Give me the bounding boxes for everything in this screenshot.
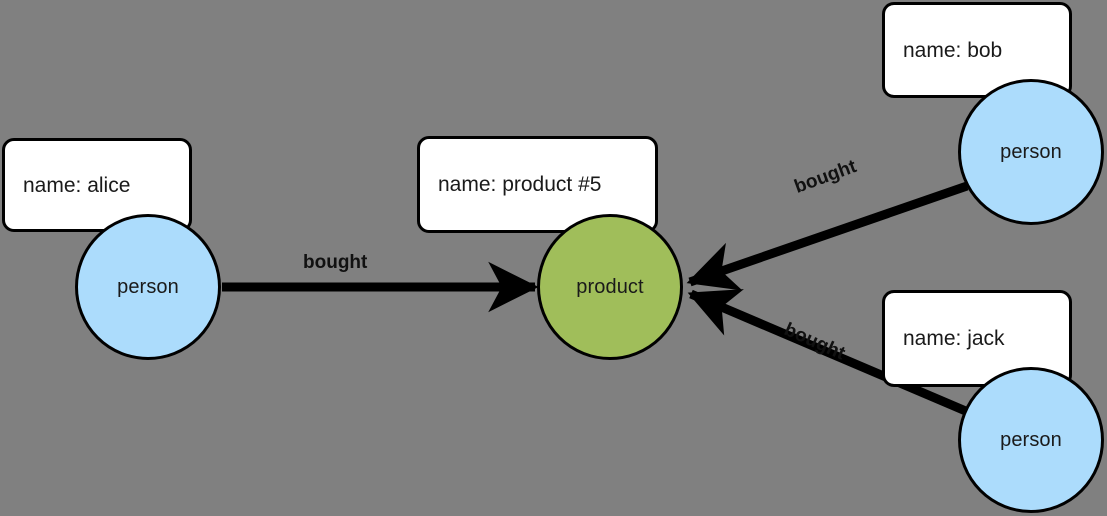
node-bob-label: person bbox=[1000, 141, 1062, 163]
tooltip-bob-text: name: bob bbox=[903, 38, 1003, 62]
node-jack-label: person bbox=[1000, 429, 1062, 451]
tooltip-jack-text: name: jack bbox=[903, 327, 1005, 350]
node-alice-person[interactable]: person bbox=[75, 214, 221, 360]
edge-label-alice-bought: bought bbox=[303, 252, 368, 273]
tooltip-alice-text: name: alice bbox=[23, 173, 131, 197]
edge-jack-product[interactable] bbox=[687, 289, 970, 417]
node-bob-person[interactable]: person bbox=[958, 79, 1104, 225]
edge-bob-product[interactable] bbox=[686, 181, 969, 291]
node-jack-person[interactable]: person bbox=[958, 367, 1104, 513]
node-product[interactable]: product bbox=[537, 214, 683, 360]
node-product-label: product bbox=[576, 276, 644, 298]
node-alice-label: person bbox=[117, 276, 179, 298]
tooltip-product-text: name: product #5 bbox=[438, 173, 602, 196]
